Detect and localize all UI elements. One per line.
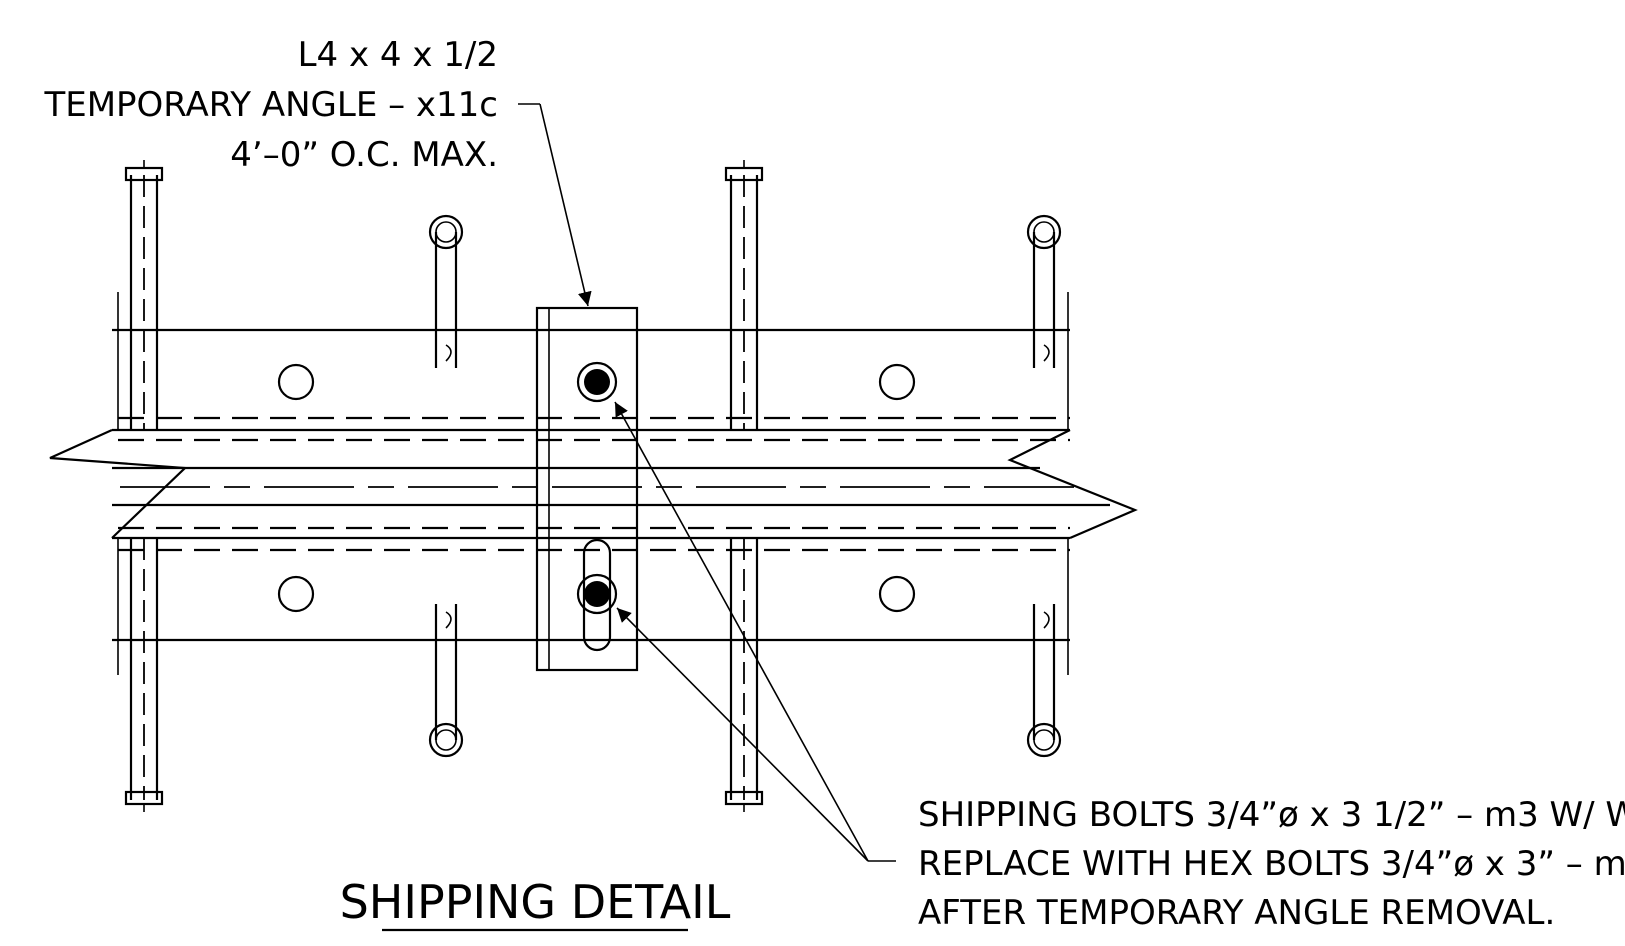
center-member: [49, 428, 1138, 540]
short-stud-2: [1026, 214, 1062, 368]
bolt-hole-lower-left: [277, 575, 315, 613]
bolt-hole-upper-right: [878, 363, 916, 401]
shipping-bolt-lower: [576, 573, 618, 615]
short-stud-4: [1026, 604, 1062, 758]
stud-left-bottom: [124, 538, 164, 812]
stud-left-top: [124, 160, 164, 430]
lower-girder: [112, 526, 1070, 675]
drawing-title: SHIPPING DETAIL: [340, 875, 731, 929]
bolt-hole-lower-right: [878, 575, 916, 613]
temp-angle-spacing: 4’–0” O.C. MAX.: [230, 135, 498, 175]
temp-angle-label: TEMPORARY ANGLE – x11c: [43, 85, 498, 125]
short-stud-3: [428, 604, 464, 758]
temp-angle-leader: [518, 103, 592, 307]
temp-angle-size: L4 x 4 x 1/2: [298, 35, 498, 75]
replacement-condition: AFTER TEMPORARY ANGLE REMOVAL.: [918, 893, 1555, 933]
shipping-bolt-leader: [614, 401, 896, 862]
temporary-angle: [535, 306, 639, 672]
bolt-hole-upper-left: [277, 363, 315, 401]
shipping-bolts-spec: SHIPPING BOLTS 3/4”ø x 3 1/2” – m3 W/ WA…: [918, 795, 1625, 835]
stud-mid-top: [724, 160, 764, 430]
stud-mid-bottom: [724, 538, 764, 812]
short-stud-1: [428, 214, 464, 368]
replacement-bolts-spec: REPLACE WITH HEX BOLTS 3/4”ø x 3” – m2: [918, 844, 1625, 884]
shipping-bolt-upper: [576, 361, 618, 403]
upper-girder: [112, 292, 1070, 442]
